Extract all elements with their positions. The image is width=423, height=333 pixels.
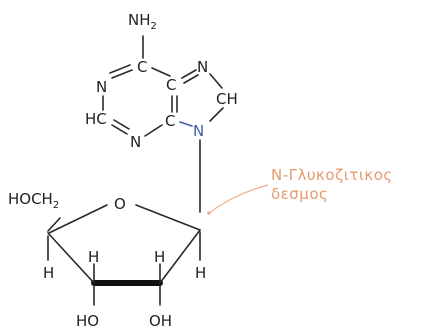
bond-c4-o (48, 204, 108, 234)
bond-hoch-c4 (47, 217, 61, 232)
label-nh2: NH2 (128, 11, 157, 32)
label-n-left: N (96, 78, 107, 96)
bond-c-n-left-double (109, 64, 131, 74)
purine-ring-bonds (102, 35, 224, 213)
bond-ch-n (209, 107, 224, 122)
label-ch: CH (216, 90, 238, 108)
label-hc: HC (85, 110, 107, 128)
bond-hc-n (111, 124, 128, 135)
label-h-c3: H (88, 248, 99, 266)
label-n-glyco: N (193, 122, 204, 140)
bond-o-c1 (135, 204, 201, 231)
label-n-right-top: N (197, 58, 208, 76)
label-h-c4: H (43, 264, 54, 282)
bond-hc-n-double (113, 119, 130, 130)
label-oh: OH (149, 312, 172, 330)
label-c-mid: C (165, 112, 175, 130)
annotation-pointer (207, 184, 269, 215)
bond-n-ch (209, 73, 223, 89)
bond-cmid-nglyco (179, 121, 193, 127)
annotation-line1: N-Γλυκοζιτικος (271, 166, 393, 184)
bond-n-cmid (144, 124, 163, 137)
bond-c-n-right (181, 69, 197, 79)
label-n-bottom: N (130, 133, 141, 151)
bond-c-n-left (111, 69, 133, 79)
label-ho: HO (76, 312, 99, 330)
label-hoch2: HOCH2 (8, 190, 59, 211)
bond-c-c-right (151, 67, 171, 77)
bond-c-n-right-double (183, 74, 199, 84)
label-h-c2: H (154, 248, 165, 266)
label-h-c1: H (195, 264, 206, 282)
annotation-line2: δεσμος (271, 185, 328, 203)
annotation-pointer-dot (207, 211, 211, 215)
label-o-ring: O (114, 195, 126, 213)
bond-c1-c2 (159, 229, 201, 284)
bond-c4-c3 (47, 232, 95, 284)
label-c-right: C (166, 76, 176, 94)
label-c-top: C (137, 58, 147, 76)
ribose-ring-bonds (47, 204, 201, 306)
